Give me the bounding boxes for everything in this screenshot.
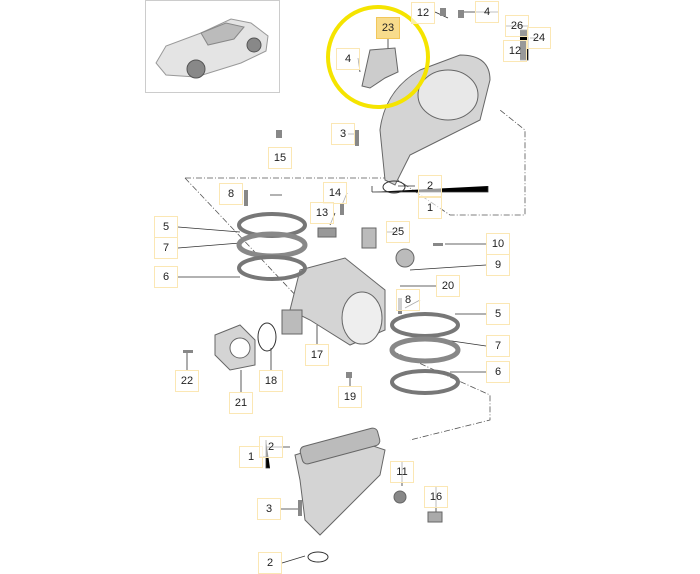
- clamp-right-upper: [390, 312, 460, 338]
- part-label-6[interactable]: 6: [486, 361, 510, 383]
- part-label-8[interactable]: 8: [396, 289, 420, 311]
- part-label-23[interactable]: 23: [376, 17, 400, 39]
- part-label-12[interactable]: 12: [503, 40, 527, 62]
- part-label-19[interactable]: 19: [338, 386, 362, 408]
- car-icon: [155, 18, 269, 79]
- part-label-9[interactable]: 9: [486, 254, 510, 276]
- sleeve-right: [389, 336, 461, 364]
- part-label-11[interactable]: 11: [390, 461, 414, 483]
- vehicle-thumbnail: [145, 0, 280, 93]
- part-label-1[interactable]: 1: [418, 197, 442, 219]
- part-label-7[interactable]: 7: [486, 335, 510, 357]
- part-label-13[interactable]: 13: [310, 202, 334, 224]
- clamp-left-lower: [237, 255, 307, 281]
- part-label-20[interactable]: 20: [436, 275, 460, 297]
- part-label-12[interactable]: 12: [411, 2, 435, 24]
- part-label-21[interactable]: 21: [229, 392, 253, 414]
- part-label-24[interactable]: 24: [527, 27, 551, 49]
- seal-ring: [382, 180, 406, 194]
- part-label-22[interactable]: 22: [175, 370, 199, 392]
- part-label-5[interactable]: 5: [486, 303, 510, 325]
- part-label-2[interactable]: 2: [259, 436, 283, 458]
- part-label-16[interactable]: 16: [424, 486, 448, 508]
- part-label-6[interactable]: 6: [154, 266, 178, 288]
- part-label-25[interactable]: 25: [386, 221, 410, 243]
- dash-lines: [184, 109, 526, 441]
- clamp-right-lower: [390, 369, 460, 395]
- part-label-18[interactable]: 18: [259, 370, 283, 392]
- part-label-26[interactable]: 26: [505, 15, 529, 37]
- part-label-10[interactable]: 10: [486, 233, 510, 255]
- part-label-5[interactable]: 5: [154, 216, 178, 238]
- part-label-7[interactable]: 7: [154, 237, 178, 259]
- highlight-circle: [326, 5, 430, 109]
- part-label-1[interactable]: 1: [239, 446, 263, 468]
- part-label-2[interactable]: 2: [418, 175, 442, 197]
- part-label-3[interactable]: 3: [331, 123, 355, 145]
- part-label-4[interactable]: 4: [336, 48, 360, 70]
- part-label-17[interactable]: 17: [305, 344, 329, 366]
- part-label-8[interactable]: 8: [219, 183, 243, 205]
- part-label-4[interactable]: 4: [475, 1, 499, 23]
- part-label-2[interactable]: 2: [258, 552, 282, 574]
- part-shapes: [214, 47, 491, 563]
- part-label-14[interactable]: 14: [323, 182, 347, 204]
- part-label-3[interactable]: 3: [257, 498, 281, 520]
- part-label-15[interactable]: 15: [268, 147, 292, 169]
